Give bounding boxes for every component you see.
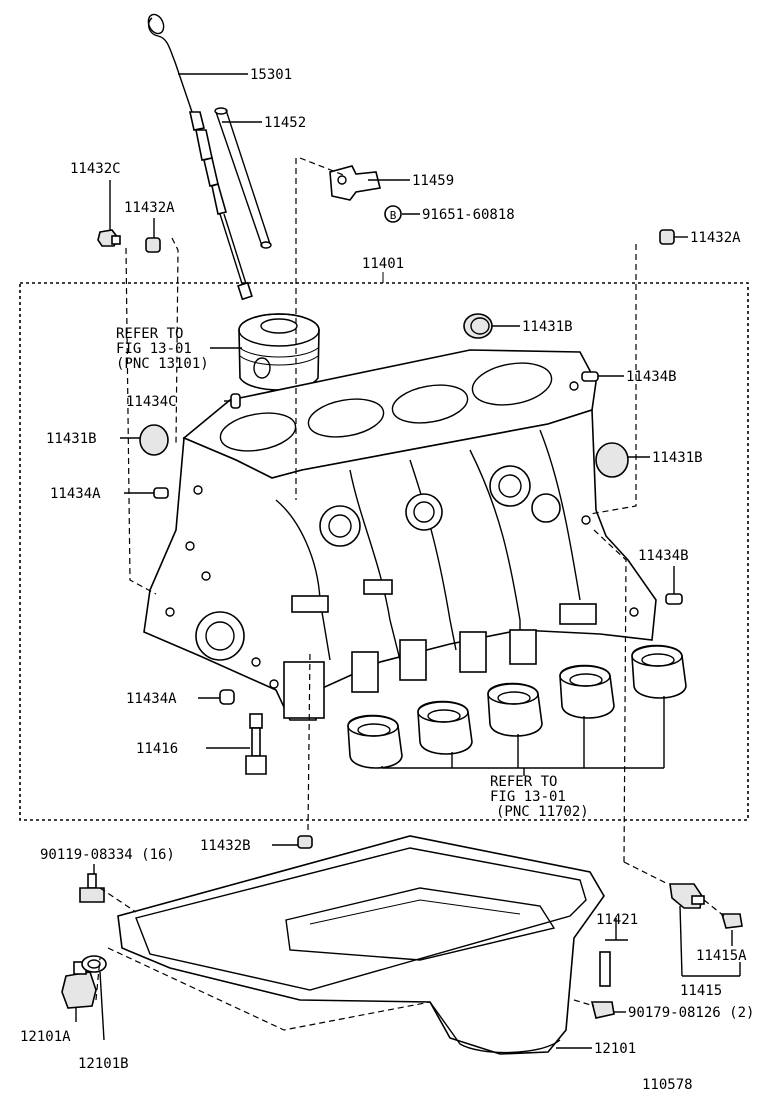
expansion-plug-11431b-top-part[interactable] xyxy=(463,313,493,339)
plug-11432a-left-part[interactable] xyxy=(145,237,161,253)
drain-plug-gasket-12101b-part[interactable] xyxy=(81,955,107,973)
label-11434c: 11434C xyxy=(126,394,177,410)
oil-pan-12101-part[interactable] xyxy=(117,835,605,1055)
label-refer-1-line-1: REFER TO xyxy=(116,326,183,342)
label-11431b-left: 11431B xyxy=(46,431,97,447)
figure-number: 110578 xyxy=(642,1077,693,1093)
label-11416: 11416 xyxy=(136,741,178,757)
main-bearing-5-part[interactable] xyxy=(631,644,687,699)
pin-11434b-top-part[interactable] xyxy=(581,371,599,382)
label-11434a-top: 11434A xyxy=(50,486,101,502)
label-11434a-bottom: 11434A xyxy=(126,691,177,707)
label-11434b-top: 11434B xyxy=(626,369,677,385)
label-11401: 11401 xyxy=(362,256,404,272)
label-11432b: 11432B xyxy=(200,838,251,854)
oil-pan-bolt-90119-part[interactable] xyxy=(79,873,105,903)
label-refer-1-line-2: FIG 13-01 xyxy=(116,341,192,357)
main-bearing-3-part[interactable] xyxy=(487,682,543,737)
expansion-plug-11431b-left-part[interactable] xyxy=(139,424,169,456)
label-refer-2-line-3: (PNC 11702) xyxy=(496,804,589,820)
bracket-11459-part[interactable] xyxy=(329,165,381,201)
drain-cock-plug-11415a-part[interactable] xyxy=(720,913,743,929)
label-refer-2-line-1: REFER TO xyxy=(490,774,557,790)
cylinder-block-part[interactable] xyxy=(143,349,657,721)
label-11459: 11459 xyxy=(412,173,454,189)
alignment-dashed-lines xyxy=(95,157,725,1031)
stud-bolt-11416-part[interactable] xyxy=(245,713,267,775)
label-90119: 90119-08334 (16) xyxy=(40,847,175,863)
pin-11434a-top-part[interactable] xyxy=(153,487,169,499)
pin-11434c-part[interactable] xyxy=(230,393,241,409)
label-11432c: 11432C xyxy=(70,161,121,177)
main-bearing-4-part[interactable] xyxy=(559,664,615,719)
label-12101a: 12101A xyxy=(20,1029,71,1045)
bolt-91651-part[interactable]: B xyxy=(384,205,402,223)
label-11415a: 11415A xyxy=(696,948,747,964)
main-bearing-2-part[interactable] xyxy=(417,700,473,755)
label-11421: 11421 xyxy=(596,912,638,928)
label-11432a-right: 11432A xyxy=(690,230,741,246)
label-12101: 12101 xyxy=(594,1041,636,1057)
label-11431b-top: 11431B xyxy=(522,319,573,335)
label-11432a-left: 11432A xyxy=(124,200,175,216)
label-11415: 11415 xyxy=(680,983,722,999)
pin-11434b-right-part[interactable] xyxy=(665,593,683,605)
plug-11432b-part[interactable] xyxy=(297,835,313,849)
label-90179: 90179-08126 (2) xyxy=(628,1005,754,1021)
oil-level-gauge-part[interactable] xyxy=(145,12,253,301)
expansion-plug-11431b-right-part[interactable] xyxy=(595,442,629,478)
main-bearing-1-part[interactable] xyxy=(347,714,403,769)
piston-reference-part[interactable] xyxy=(238,313,320,391)
cylinder-block-assembly-boundary xyxy=(19,282,749,821)
bolt-marker-text: B xyxy=(390,209,397,222)
label-15301: 15301 xyxy=(250,67,292,83)
label-91651: 91651-60818 xyxy=(422,207,515,223)
plug-11432c-part[interactable] xyxy=(97,229,121,247)
label-11434b-right: 11434B xyxy=(638,548,689,564)
label-12101b: 12101B xyxy=(78,1056,129,1072)
stud-11421-part[interactable] xyxy=(599,951,611,987)
oil-level-gauge-guide-part[interactable] xyxy=(214,107,272,249)
leader-lines xyxy=(75,73,741,1049)
part-labels: 15301 11452 11432C 11432A 11459 91651-60… xyxy=(20,67,754,1093)
label-refer-1-line-3: (PNC 13101) xyxy=(116,356,209,372)
plug-11432a-right-part[interactable] xyxy=(659,229,675,245)
pin-11434a-bottom-part[interactable] xyxy=(219,689,235,705)
label-11452: 11452 xyxy=(264,115,306,131)
nut-90179-part[interactable] xyxy=(590,1001,615,1019)
label-11431b-right: 11431B xyxy=(652,450,703,466)
label-refer-2-line-2: FIG 13-01 xyxy=(490,789,566,805)
drain-cock-11415-part[interactable] xyxy=(669,883,705,909)
